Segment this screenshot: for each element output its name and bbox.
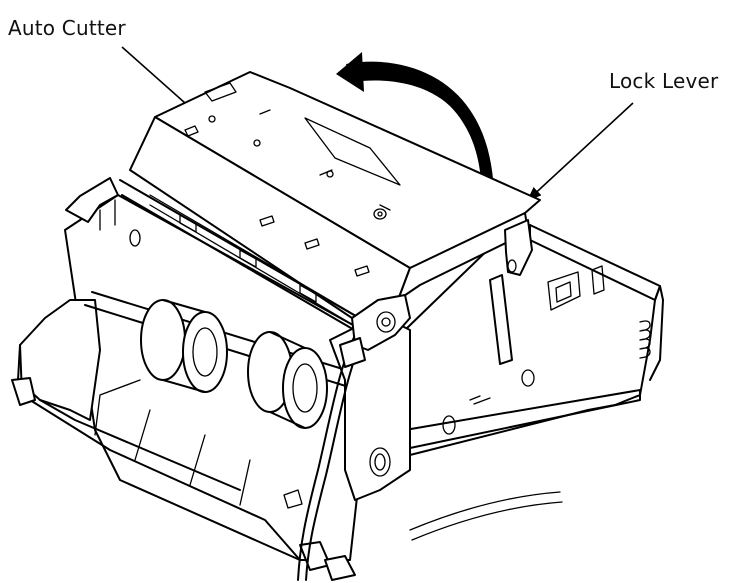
auto-cutter-unit xyxy=(99,71,541,368)
spring-icon xyxy=(639,320,651,359)
lock-lever-leader xyxy=(526,102,634,201)
lock-lever xyxy=(489,219,533,365)
cutter-hinge xyxy=(339,294,411,368)
printer-base-housing xyxy=(404,224,664,456)
auto-cutter-label: Auto Cutter xyxy=(8,16,126,40)
lock-lever-label: Lock Lever xyxy=(609,69,719,93)
roller-left xyxy=(140,299,228,393)
paper-roller-assembly xyxy=(11,177,563,581)
roller-right xyxy=(247,331,328,429)
